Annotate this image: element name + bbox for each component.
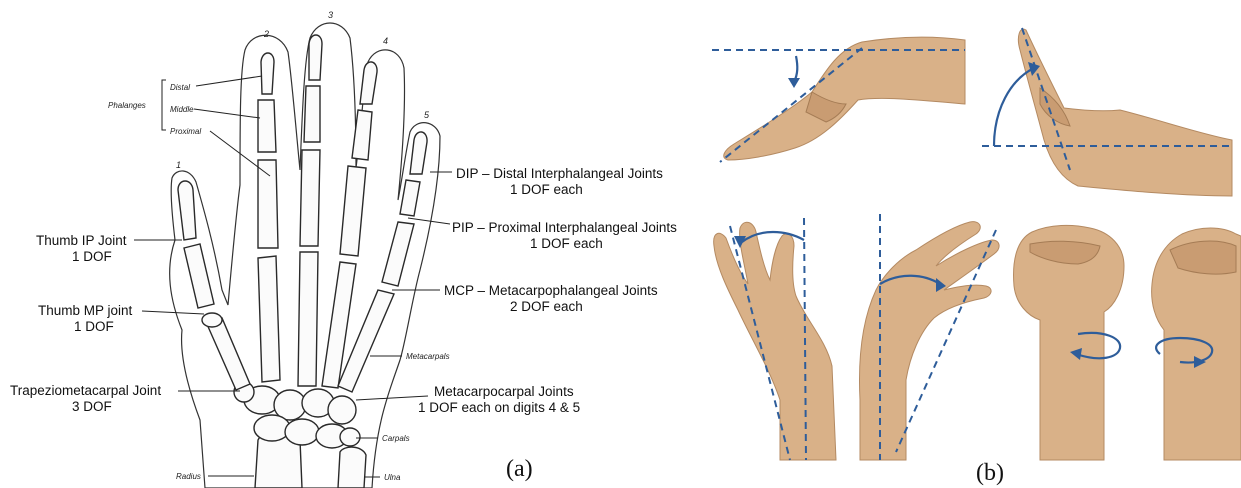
mcp-label: MCP – Metacarpophalangeal Joints: [444, 283, 658, 298]
mcp-dof: 2 DOF each: [510, 299, 583, 314]
photo-wrist-flexion: [712, 37, 965, 162]
trapeziometacarpal-label: Trapeziometacarpal Joint: [10, 383, 161, 398]
dip-dof: 1 DOF each: [510, 182, 583, 197]
middle-label: Middle: [170, 105, 194, 114]
photo-wrist-extension: [982, 28, 1232, 196]
thumb-ip-label: Thumb IP Joint: [36, 233, 127, 248]
photo-ulnar-deviation: [860, 214, 1000, 460]
ulna-label: Ulna: [384, 473, 401, 482]
finger-number-1: 1: [176, 160, 181, 170]
radius-label: Radius: [176, 472, 201, 481]
panel-b: (b): [712, 28, 1241, 486]
metacarpocarpal-label: Metacarpocarpal Joints: [434, 384, 574, 399]
phalanges-bracket: [162, 80, 166, 130]
photo-radial-deviation: [714, 218, 836, 460]
finger-number-2: 2: [263, 29, 269, 39]
trapeziometacarpal-dof: 3 DOF: [72, 399, 112, 414]
pip-label: PIP – Proximal Interphalangeal Joints: [452, 220, 677, 235]
finger-number-3: 3: [328, 10, 333, 20]
caption-b: (b): [976, 460, 1004, 486]
finger-number-4: 4: [383, 36, 388, 46]
photo-forearm-rotation-right: [1152, 228, 1241, 460]
carpals-label: Carpals: [382, 434, 410, 443]
dip-label: DIP – Distal Interphalangeal Joints: [456, 166, 663, 181]
pip-dof: 1 DOF each: [530, 236, 603, 251]
distal-label: Distal: [170, 83, 190, 92]
metacarpocarpal-dof: 1 DOF each on digits 4 & 5: [418, 400, 580, 415]
photo-forearm-rotation-left: [1014, 225, 1124, 460]
panel-a: 1 2 3 4 5 Phalanges Distal Middle Proxim…: [10, 10, 677, 488]
proximal-label: Proximal: [170, 127, 201, 136]
metacarpals-label: Metacarpals: [406, 352, 450, 361]
caption-a: (a): [506, 456, 533, 482]
thumb-mp-bone: [202, 313, 222, 327]
finger-number-5: 5: [424, 110, 430, 120]
thumb-mp-label: Thumb MP joint: [38, 303, 133, 318]
thumb-mp-dof: 1 DOF: [74, 319, 114, 334]
ulna-bone: [338, 447, 366, 488]
phalanges-label: Phalanges: [108, 101, 146, 110]
thumb-ip-dof: 1 DOF: [72, 249, 112, 264]
